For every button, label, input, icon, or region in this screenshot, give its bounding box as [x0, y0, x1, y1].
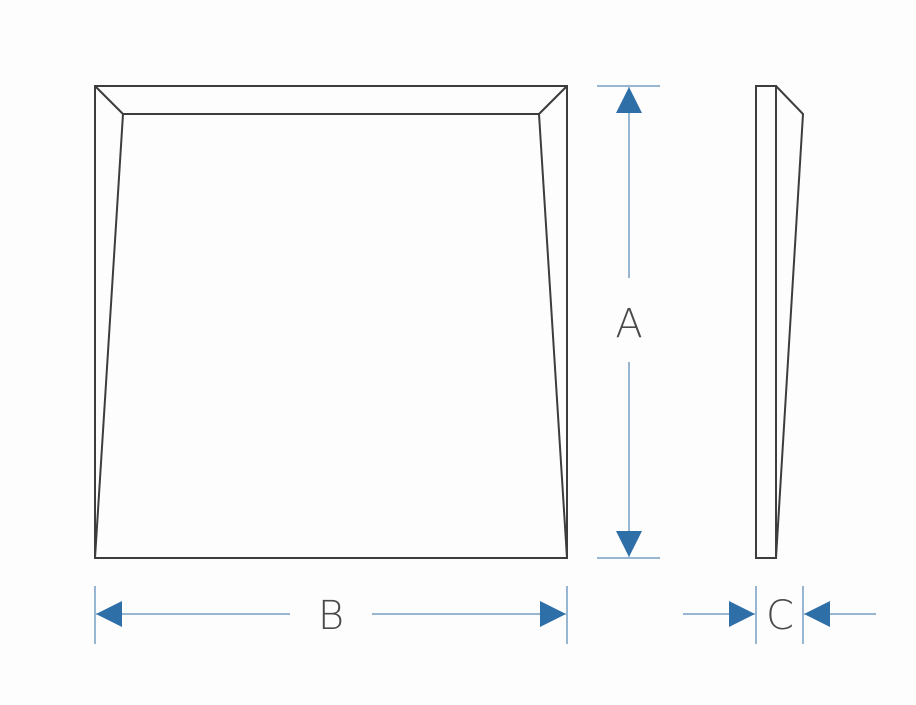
- dimension-b-label: B: [318, 593, 344, 639]
- front-view: [93, 85, 569, 559]
- side-view: [755, 85, 805, 559]
- front-view-inner-face: [93, 113, 569, 559]
- dimension-c: [683, 586, 876, 644]
- front-view-corner-bevel-left: [94, 85, 124, 115]
- dimension-b: [94, 586, 568, 644]
- dimension-c-label: C: [766, 593, 794, 639]
- side-view-tapered-face: [775, 85, 805, 559]
- dimension-a-label: A: [615, 301, 642, 347]
- front-view-corner-bevel-right: [538, 85, 568, 115]
- side-view-back-plate: [755, 85, 777, 559]
- dimension-a: [597, 85, 660, 559]
- front-view-outer-edge: [94, 85, 568, 559]
